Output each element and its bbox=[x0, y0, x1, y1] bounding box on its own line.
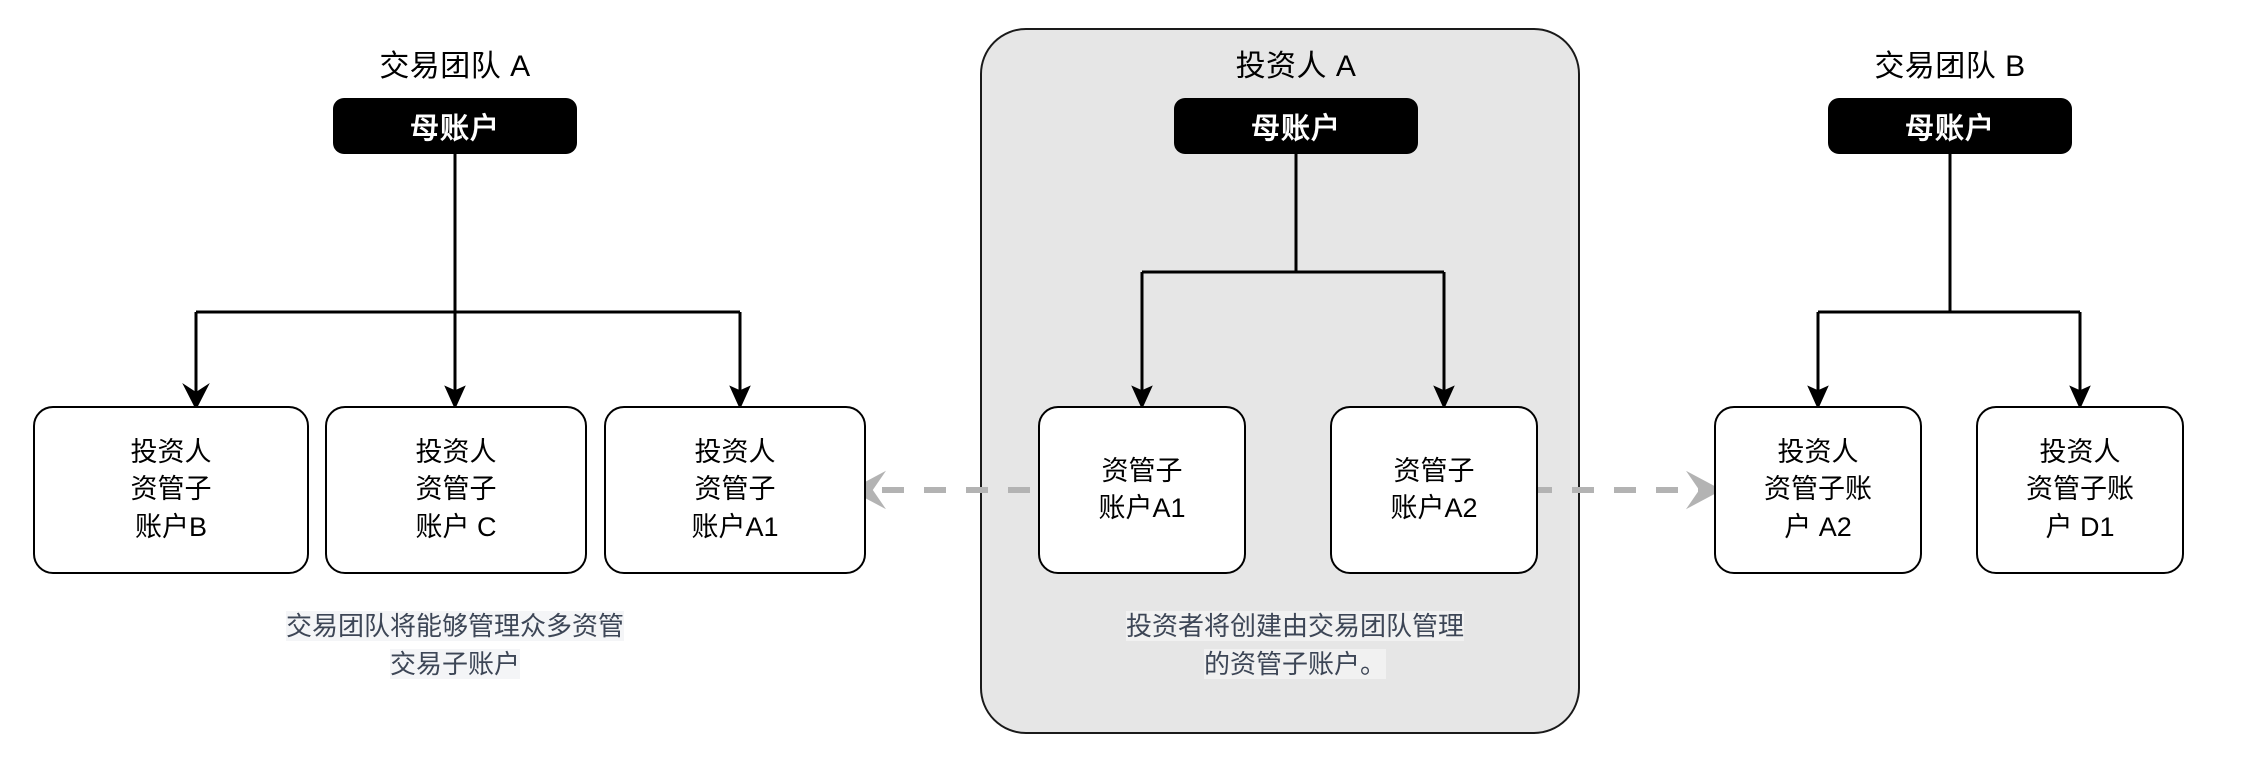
sub-account-box-sub-a1[interactable]: 资管子 账户A1 bbox=[1038, 406, 1246, 574]
caption-trading-team-a-text: 交易团队将能够管理众多资管 交易子账户 bbox=[285, 611, 624, 679]
wires-trading-team-a bbox=[182, 152, 751, 410]
master-account-trading-team-a[interactable]: 母账户 bbox=[333, 98, 577, 154]
caption-investor-a-text: 投资者将创建由交易团队管理 的资管子账户。 bbox=[1125, 611, 1464, 679]
sub-account-box-acct-c[interactable]: 投资人 资管子 账户 C bbox=[325, 406, 587, 574]
sub-account-box-acct-d1-right[interactable]: 投资人 资管子账 户 D1 bbox=[1976, 406, 2184, 574]
master-account-investor-a[interactable]: 母账户 bbox=[1174, 98, 1418, 154]
group-title-investor-a: 投资人 A bbox=[1235, 50, 1357, 83]
group-title-trading-team-a: 交易团队 A bbox=[379, 50, 531, 83]
sub-account-box-acct-a2-right[interactable]: 投资人 资管子账 户 A2 bbox=[1714, 406, 1922, 574]
wires-trading-team-b bbox=[1807, 152, 2091, 410]
sub-account-box-acct-b[interactable]: 投资人 资管子 账户B bbox=[33, 406, 309, 574]
caption-trading-team-a: 交易团队将能够管理众多资管 交易子账户 bbox=[190, 608, 720, 683]
master-account-trading-team-b[interactable]: 母账户 bbox=[1828, 98, 2072, 154]
caption-investor-a: 投资者将创建由交易团队管理 的资管子账户。 bbox=[1030, 608, 1560, 683]
sub-account-box-sub-a2[interactable]: 资管子 账户A2 bbox=[1330, 406, 1538, 574]
group-title-trading-team-b: 交易团队 B bbox=[1874, 50, 2026, 83]
sub-account-box-acct-a1[interactable]: 投资人 资管子 账户A1 bbox=[604, 406, 866, 574]
